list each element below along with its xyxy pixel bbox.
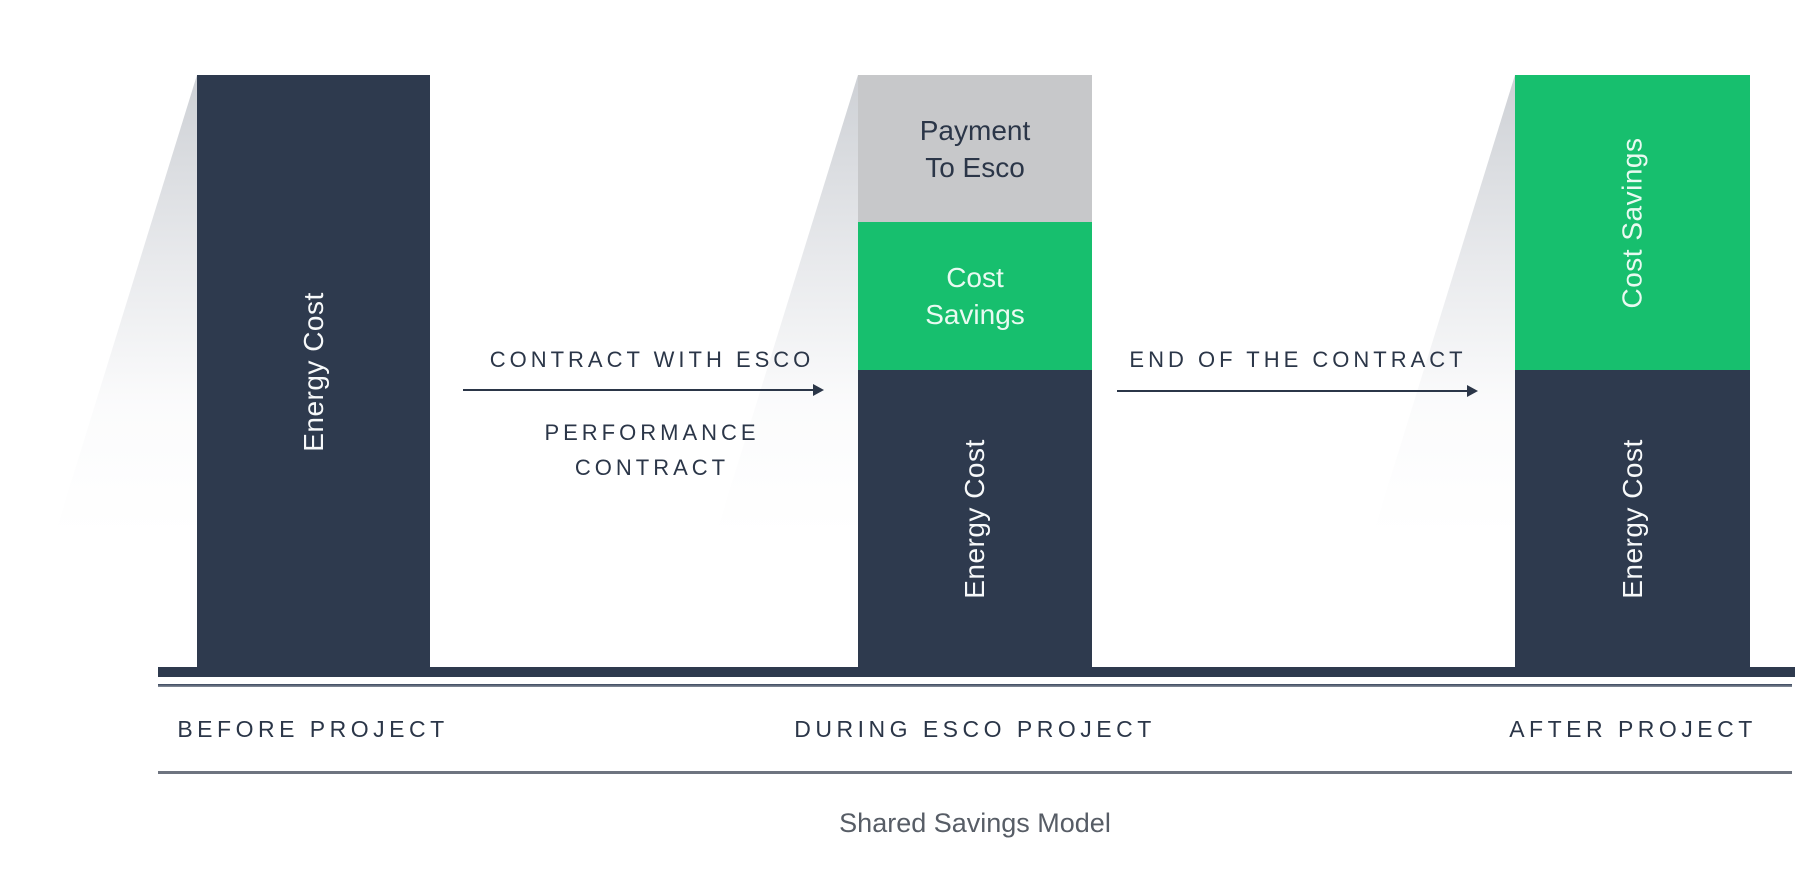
transition-2-top-label: END OF THE CONTRACT [1129,347,1467,372]
stage-label-before: BEFORE PROJECT [177,716,449,742]
segment-cost-savings: Cost Savings [858,222,1092,370]
transition-1-bottom-label: PERFORMANCE CONTRACT [544,420,760,480]
transition-2-arrow-icon [1117,385,1478,397]
segment-energy-cost: Energy Cost [197,75,430,668]
transition-1-top-label: CONTRACT WITH ESCO [489,347,815,372]
stage-label-after: AFTER PROJECT [1509,716,1757,742]
segment-cost-savings: Cost Savings [1515,75,1750,370]
segment-label: Cost Savings [1616,137,1648,308]
bar-shadow-during [708,75,858,560]
bar-before-project: Energy Cost [197,75,430,668]
stage-label-during: DURING ESCO PROJECT [794,716,1156,742]
segment-energy-cost: Energy Cost [858,370,1092,668]
segment-label: Energy Cost [958,439,990,599]
segment-label: Cost Savings [925,262,1025,330]
segment-payment-to-esco: Payment To Esco [858,75,1092,222]
bar-shadow-before [47,75,197,560]
transition-1-arrow-icon [463,384,824,396]
baseline-band [158,667,1795,677]
divider-line-top [158,684,1792,687]
segment-label: Energy Cost [1616,439,1648,599]
bar-during-esco-project: Payment To Esco Cost Savings Energy Cost [858,75,1092,668]
segment-label: Energy Cost [297,291,329,452]
divider-line-bottom [158,771,1792,774]
diagram-caption: Shared Savings Model [839,808,1111,838]
segment-label: Payment To Esco [919,114,1031,183]
bar-after-project: Cost Savings Energy Cost [1515,75,1750,668]
segment-energy-cost: Energy Cost [1515,370,1750,668]
bar-shadow-after [1365,75,1515,560]
